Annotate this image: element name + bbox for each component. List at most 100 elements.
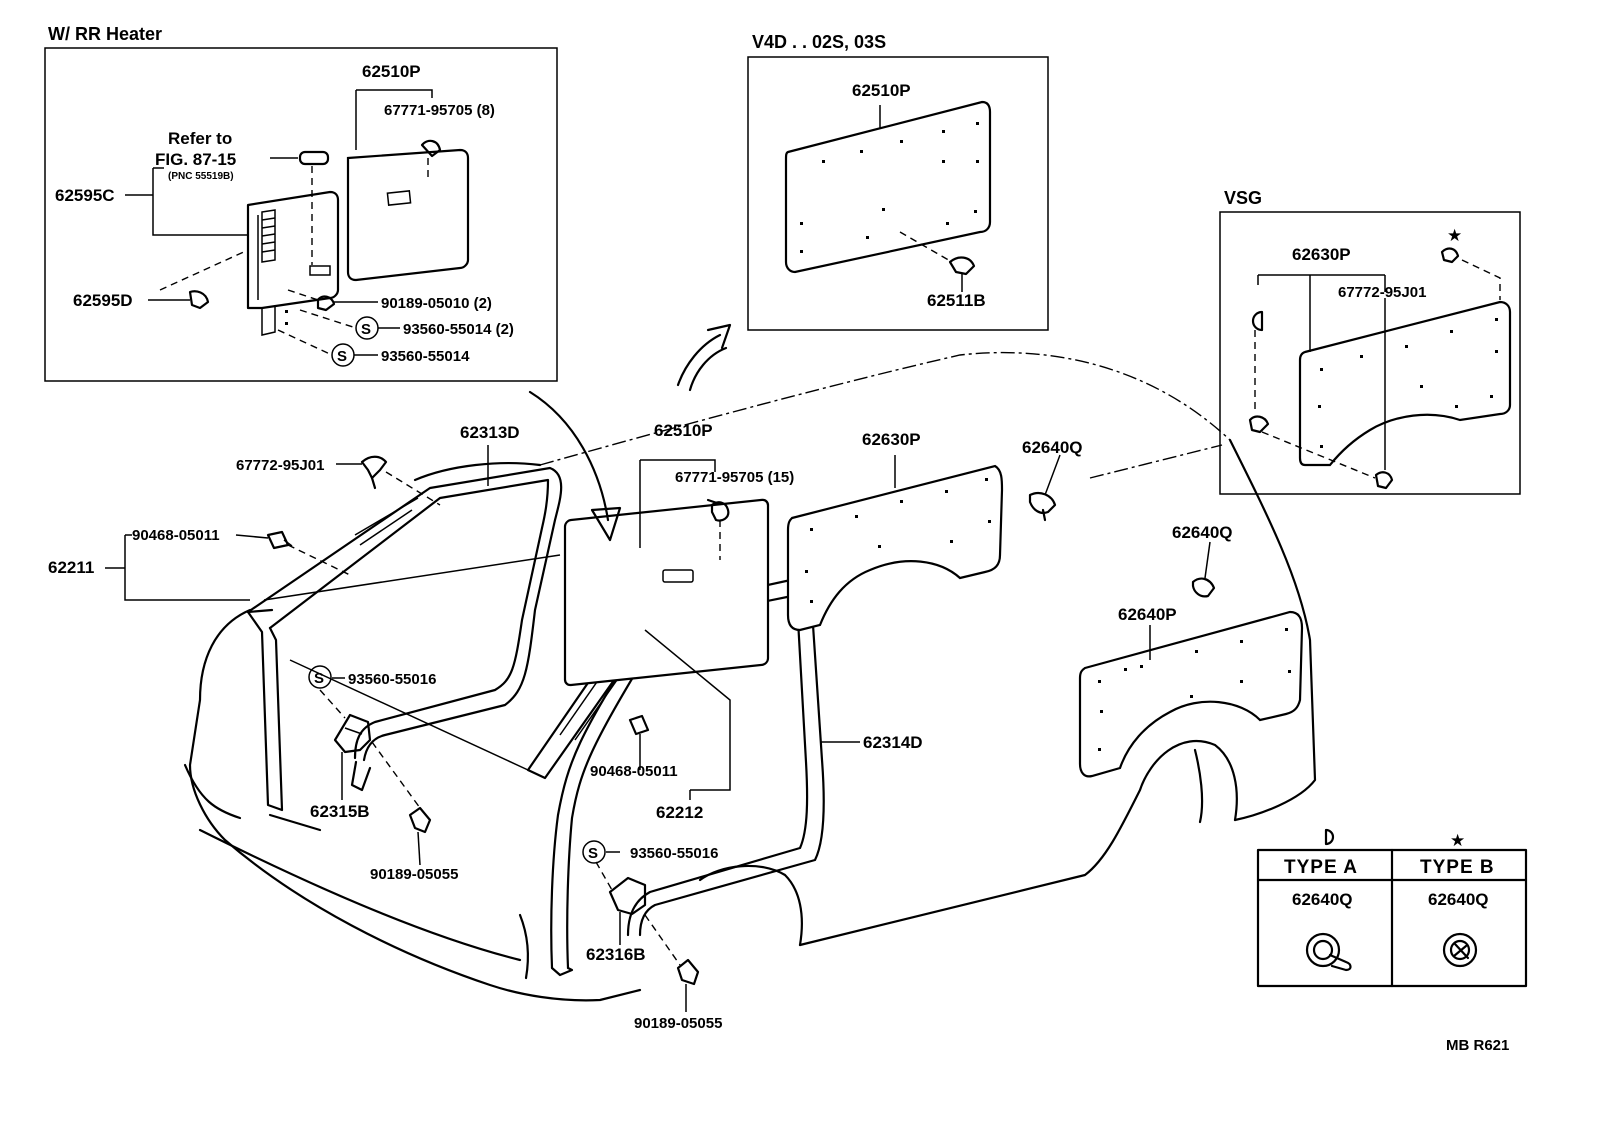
clip-62316B <box>608 876 647 916</box>
label-62315B: 62315B <box>310 802 370 821</box>
label-62640Q-main-a: 62640Q <box>1022 438 1083 457</box>
label-67771-main: 67771-95705 (15) <box>675 469 794 486</box>
label-rr-67771: 67771-95705 (8) <box>384 102 495 119</box>
label-62316B: 62316B <box>586 945 646 964</box>
label-62314D: 62314D <box>863 733 923 752</box>
label-fig-ref: FIG. 87-15 <box>155 150 236 169</box>
label-62640Q-main-b: 62640Q <box>1172 523 1233 542</box>
label-90468-main-b: 90468-05011 <box>590 763 678 780</box>
type-a-part: 62640Q <box>1292 890 1353 909</box>
type-b-header: TYPE B <box>1420 857 1495 878</box>
type-b-part: 62640Q <box>1428 890 1489 909</box>
inset-v4d <box>747 56 1049 331</box>
label-62313D: 62313D <box>460 423 520 442</box>
panel-hole <box>1100 710 1103 713</box>
panel-hole <box>860 150 863 153</box>
panel-hole <box>855 515 858 518</box>
label-vsg-67772: 67772-95J01 <box>1338 284 1426 301</box>
panel-hole <box>800 222 803 225</box>
panel-hole <box>1360 355 1363 358</box>
panel-hole <box>900 500 903 503</box>
inset-v4d-title: V4D . . 02S, 03S <box>752 32 886 52</box>
label-pnc-ref: (PNC 55519B) <box>168 171 234 182</box>
panel-hole <box>878 545 881 548</box>
label-67772-main: 67772-95J01 <box>236 457 324 474</box>
curved-arrow-to-main <box>528 390 622 542</box>
label-62212: 62212 <box>656 803 703 822</box>
panel-hole <box>822 160 825 163</box>
panel-holes <box>800 122 1498 751</box>
panel-62630P-main <box>786 464 1004 632</box>
inset-rr-heater: S S <box>44 47 558 382</box>
clip-67771-main <box>706 498 730 522</box>
panel-hole <box>974 210 977 213</box>
inset-rr-heater-title: W/ RR Heater <box>48 24 162 44</box>
fastener-type-b-icon <box>1442 932 1478 968</box>
fastener-type-a-icon <box>1305 932 1352 972</box>
label-62640P-main: 62640P <box>1118 605 1177 624</box>
windshield-trim-62313D <box>246 466 563 812</box>
inset-vsg: ★ <box>1219 211 1521 495</box>
label-90189-main-a: 90189-05055 <box>370 866 458 883</box>
type-table: ★ <box>1256 828 1528 988</box>
panel-hole <box>810 600 813 603</box>
panel-hole <box>1098 748 1101 751</box>
panel-hole <box>1495 350 1498 353</box>
panel-hole <box>950 540 953 543</box>
clip-90468-main-b <box>628 714 650 736</box>
clip-62640Q-main-b <box>1191 577 1216 598</box>
panel-hole <box>1450 330 1453 333</box>
panel-hole <box>985 478 988 481</box>
panel-hole <box>1190 695 1193 698</box>
panel-hole <box>1420 385 1423 388</box>
panel-hole <box>1124 668 1127 671</box>
clip-62640Q-main-a <box>1028 491 1057 522</box>
label-62510P-main: 62510P <box>654 421 713 440</box>
panel-hole <box>945 490 948 493</box>
label-90468-main-a: 90468-05011 <box>132 527 220 544</box>
svg-text:S: S <box>314 670 324 687</box>
label-rr-62595C: 62595C <box>55 186 115 205</box>
screw-90189-main-a <box>408 806 432 834</box>
clip-67772-main <box>360 455 388 490</box>
vehicle-body-outline <box>183 351 1317 1002</box>
label-v4d-62511B: 62511B <box>927 291 986 310</box>
label-rr-62510P: 62510P <box>362 62 421 81</box>
panel-hole <box>810 528 813 531</box>
panel-hole <box>866 236 869 239</box>
panel-hole <box>1320 445 1323 448</box>
panel-hole <box>1495 318 1498 321</box>
panel-hole <box>900 140 903 143</box>
panel-hole <box>1405 345 1408 348</box>
type-a-header: TYPE A <box>1284 857 1358 878</box>
label-v4d-62510P: 62510P <box>852 81 911 100</box>
leader-lines <box>105 444 1223 1012</box>
label-rr-93560b: 93560-55014 <box>381 348 470 365</box>
panel-hole <box>1285 628 1288 631</box>
panel-hole <box>946 222 949 225</box>
panel-hole <box>800 250 803 253</box>
panel-hole <box>1240 680 1243 683</box>
panel-hole <box>1320 368 1323 371</box>
curved-arrow-to-v4d <box>676 323 732 392</box>
clip-62315B <box>333 713 372 754</box>
panel-hole <box>942 160 945 163</box>
panel-hole <box>942 130 945 133</box>
label-rr-90189: 90189-05010 (2) <box>381 295 492 312</box>
panel-hole <box>1318 405 1321 408</box>
panel-62640P-main <box>1078 610 1304 778</box>
panel-hole <box>1490 395 1493 398</box>
panel-hole <box>805 570 808 573</box>
inset-vsg-title: VSG <box>1224 188 1262 208</box>
svg-text:S: S <box>361 321 371 338</box>
panel-hole <box>882 208 885 211</box>
label-rr-93560a: 93560-55014 (2) <box>403 321 514 338</box>
footer-code: MB R621 <box>1446 1037 1509 1054</box>
svg-text:★: ★ <box>1447 226 1462 245</box>
svg-text:S: S <box>588 845 598 862</box>
svg-text:S: S <box>337 348 347 365</box>
panel-hole <box>976 160 979 163</box>
label-93560-main-b: 93560-55016 <box>630 845 718 862</box>
panel-hole <box>976 122 979 125</box>
